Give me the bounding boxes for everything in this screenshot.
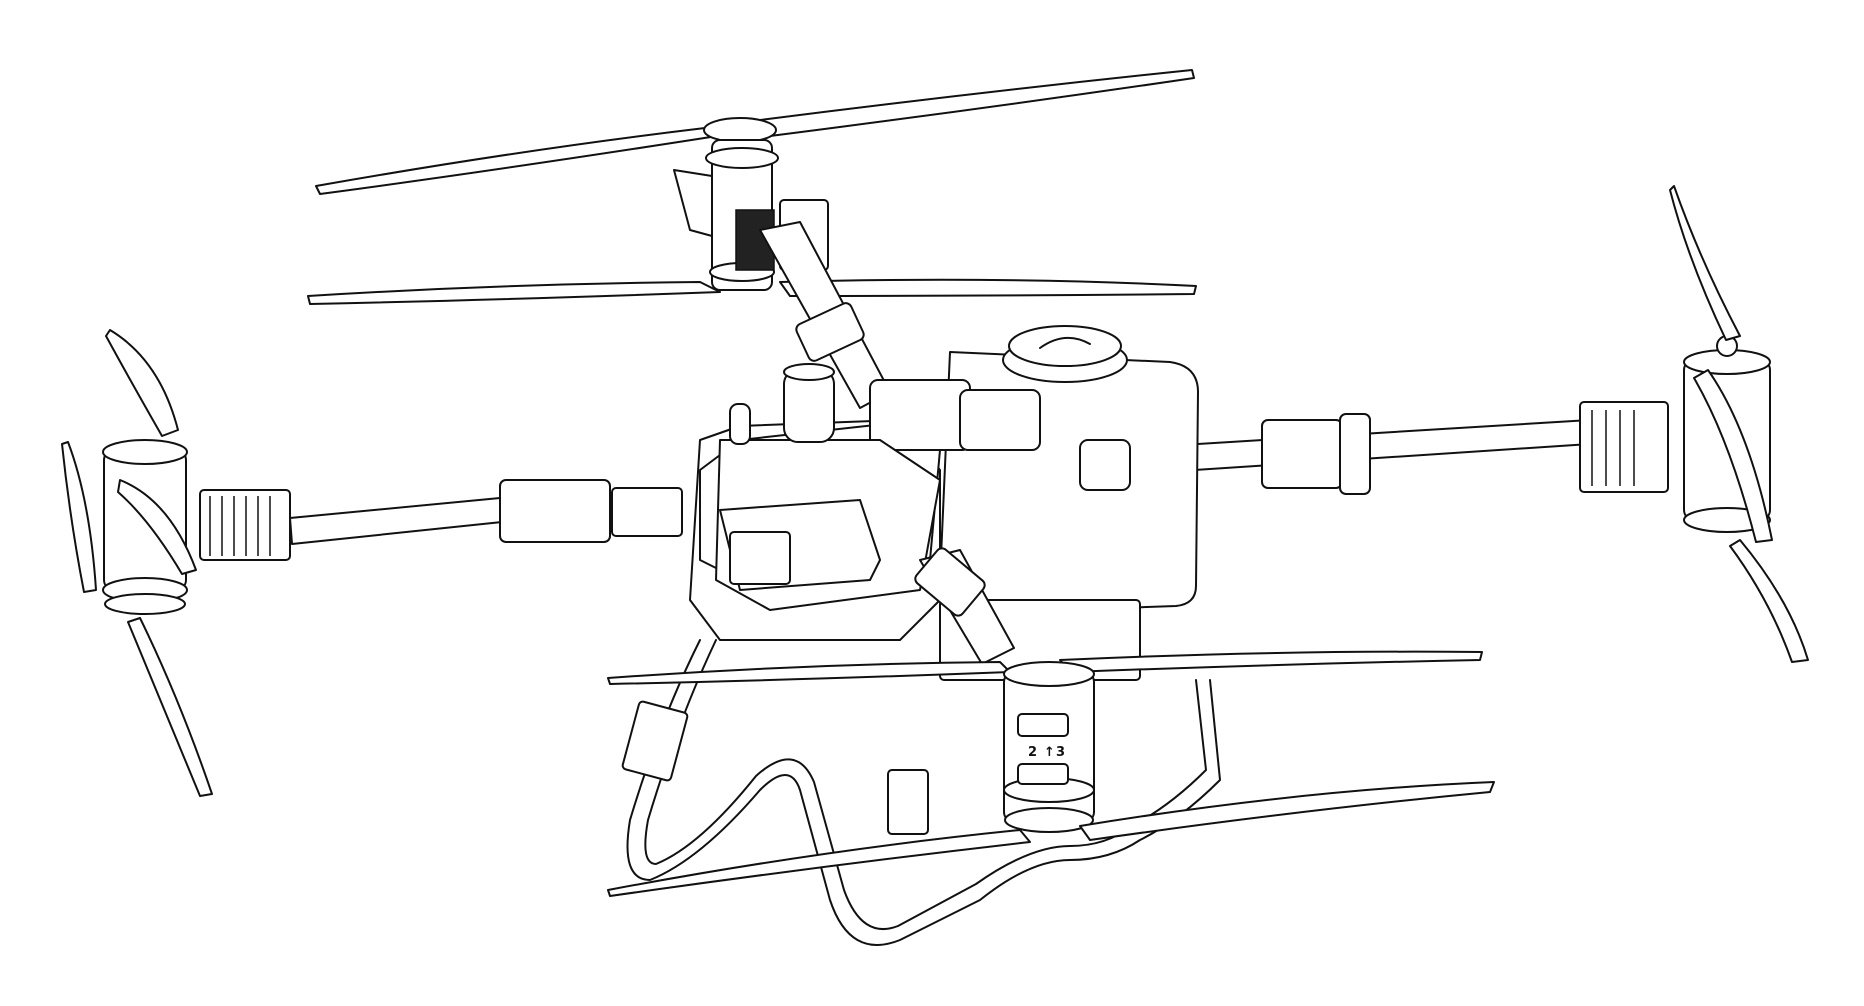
spray-tank [939,325,1199,613]
left-motor [61,329,213,797]
motor-number-right: 3 [1056,745,1065,760]
arrow-up-icon: ↑ [1044,745,1055,760]
front-arm [914,547,1015,665]
right-arm [1131,401,1669,495]
front-motor: 2 ↑ 3 [607,650,1495,897]
right-motor [1669,185,1809,663]
left-arm [199,479,683,561]
landing-gear [621,639,1221,946]
rear-propeller [307,69,1197,305]
drone-body [689,363,1141,681]
motor-number-left: 2 [1028,745,1037,760]
